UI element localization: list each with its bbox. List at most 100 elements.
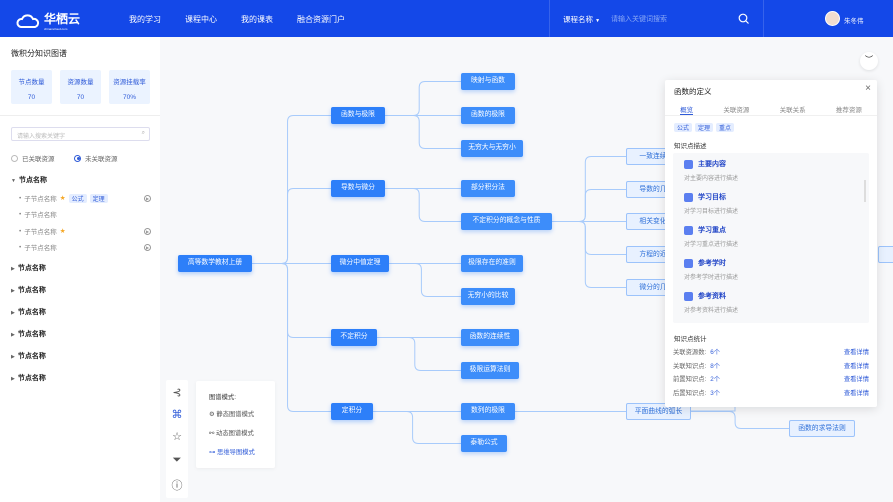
- star-icon: [684, 225, 693, 235]
- search-scope-select[interactable]: 课程名称 ▼: [563, 14, 600, 25]
- tree-layout-icon[interactable]: ⊰: [172, 387, 182, 399]
- caret-right-icon[interactable]: ▶: [11, 354, 15, 360]
- scrollbar[interactable]: [864, 180, 866, 202]
- view-details-link[interactable]: 查看详情: [843, 376, 869, 383]
- desc-item: 参考学时对参考学时进行描述: [684, 258, 738, 281]
- play-icon[interactable]: ▶: [144, 194, 151, 202]
- mode-static[interactable]: ⚙ 静态图谱模式: [209, 411, 255, 418]
- nav-my-learning[interactable]: 我的学习: [129, 15, 161, 24]
- stat-row: 关联知识点:8个查看详情: [673, 361, 869, 370]
- tab-recommended[interactable]: 推荐资源: [835, 107, 862, 114]
- tree-subnode[interactable]: • 子节点名称: [19, 210, 57, 220]
- search-icon[interactable]: ⌕: [141, 130, 145, 136]
- caret-right-icon[interactable]: ▶: [11, 376, 15, 382]
- search-icon[interactable]: [738, 13, 749, 24]
- caret-right-icon[interactable]: ▶: [11, 310, 15, 316]
- tab-related-resources[interactable]: 关联资源: [723, 107, 750, 114]
- desc-item-title: 学习目标: [698, 194, 726, 201]
- mode-dynamic[interactable]: ⚯ 动态图谱模式: [209, 430, 254, 437]
- graph-mode-menu: 图谱模式: ⚙ 静态图谱模式 ⚯ 动态图谱模式 ⊶ 思维导图模式: [196, 381, 275, 468]
- tree-node-collapsed[interactable]: ▶节点名称: [11, 351, 46, 361]
- stat-value: 6个: [710, 349, 721, 356]
- mindmap-node[interactable]: 函数与极限: [331, 107, 385, 124]
- info-icon[interactable]: ⓘ: [171, 480, 183, 492]
- user-name[interactable]: 朱冬伟: [844, 18, 864, 25]
- star-icon: ★: [59, 228, 66, 235]
- mindmap-node[interactable]: 微分中值定理: [331, 255, 389, 272]
- tab-relations[interactable]: 关联关系: [779, 107, 806, 114]
- sidebar-search-input[interactable]: 请输入搜索关键字⌕: [11, 127, 150, 141]
- tag: 定理: [89, 193, 108, 203]
- mindmap-node[interactable]: 极限运算法则: [461, 362, 519, 379]
- mindmap-node[interactable]: 极限存在的准则: [461, 255, 523, 272]
- divider: [763, 0, 764, 37]
- radio-circle[interactable]: [11, 154, 18, 162]
- radio-linked[interactable]: 已关联资源: [11, 153, 55, 163]
- close-icon[interactable]: ×: [865, 83, 871, 94]
- mindmap-node[interactable]: 不定积分: [331, 329, 377, 346]
- nav-my-schedule[interactable]: 我的课表: [241, 15, 273, 24]
- desc-item-sub: 对学习重点进行描述: [684, 242, 739, 248]
- tree-node-label: 节点名称: [17, 375, 46, 382]
- mindmap-node[interactable]: 函数的极限: [461, 107, 515, 124]
- star-badge-icon[interactable]: ☆: [172, 431, 182, 443]
- caret-right-icon[interactable]: ▶: [11, 332, 15, 338]
- mindmap-node[interactable]: [878, 246, 893, 263]
- connector: [385, 188, 461, 222]
- mindmap-node[interactable]: 导数与微分: [331, 180, 385, 197]
- mindmap-node[interactable]: 不定积分的概念与性质: [461, 213, 552, 230]
- tree-node-expanded[interactable]: ▼节点名称: [11, 175, 47, 185]
- view-details-link[interactable]: 查看详情: [843, 362, 869, 370]
- filter-icon[interactable]: ⏷: [172, 454, 182, 466]
- mindmap-node[interactable]: 高等数学教材上册: [178, 255, 252, 272]
- mindmap-node[interactable]: 定积分: [331, 403, 373, 420]
- graph-mode-icon[interactable]: ⌘: [171, 409, 183, 421]
- tag: 重点: [716, 123, 735, 132]
- eye-closed-icon[interactable]: ︶: [860, 52, 878, 70]
- tag: 公式: [674, 123, 693, 132]
- mindmap-node[interactable]: 无穷大与无穷小: [461, 140, 523, 157]
- nav-course-center[interactable]: 课程中心: [185, 15, 217, 24]
- caret-down-icon[interactable]: ▼: [11, 178, 16, 184]
- mindmap-node[interactable]: 泰勒公式: [461, 435, 507, 452]
- search-input[interactable]: 请输入关键词搜索: [611, 16, 667, 23]
- mode-mindmap[interactable]: ⊶ 思维导图模式: [209, 449, 255, 456]
- mindmap-node[interactable]: 函数的连续性: [461, 329, 519, 346]
- mindmap-node[interactable]: 数列的极限: [461, 403, 515, 420]
- view-details-link[interactable]: 查看详情: [843, 389, 869, 397]
- radio-unlinked[interactable]: 未关联资源: [74, 153, 118, 163]
- tree-node-collapsed[interactable]: ▶节点名称: [11, 373, 46, 383]
- mindmap-node[interactable]: 函数的求导法则: [789, 420, 855, 437]
- mindmap-node[interactable]: 无穷小的比较: [461, 288, 515, 305]
- tree-subnode[interactable]: • 子节点名称▶: [19, 243, 151, 252]
- play-icon[interactable]: ▶: [144, 227, 151, 235]
- play-icon[interactable]: ▶: [144, 243, 151, 251]
- tree-subnode[interactable]: • 子节点名称★公式定理▶: [19, 193, 151, 203]
- star-icon: ★: [59, 195, 66, 202]
- tree-subnode[interactable]: • 子节点名称★▶: [19, 227, 151, 236]
- caret-right-icon[interactable]: ▶: [11, 266, 15, 272]
- clipboard-icon: [684, 291, 693, 301]
- nav-resource-portal[interactable]: 融合资源门户: [297, 15, 345, 24]
- mindmap-node[interactable]: 映射与函数: [461, 73, 515, 90]
- tree-node-collapsed[interactable]: ▶节点名称: [11, 263, 46, 273]
- mindmap-node[interactable]: 部分积分法: [461, 180, 515, 197]
- tree-node-collapsed[interactable]: ▶节点名称: [11, 307, 46, 317]
- mode-label: 静态图谱模式: [216, 411, 255, 418]
- avatar[interactable]: [825, 11, 840, 26]
- mindmap-node[interactable]: 平面曲线的弧长: [626, 403, 691, 420]
- tree-node-label: 节点名称: [17, 287, 46, 294]
- stats-heading: 知识点统计: [674, 336, 707, 343]
- radio-circle-checked[interactable]: [74, 154, 81, 162]
- tree-node-collapsed[interactable]: ▶节点名称: [11, 285, 46, 295]
- tab-overview[interactable]: 概览: [680, 104, 694, 115]
- subnode-label: 子节点名称: [24, 229, 57, 236]
- caret-right-icon[interactable]: ▶: [11, 288, 15, 294]
- desc-item: 学习重点对学习重点进行描述: [684, 225, 738, 248]
- view-details-link[interactable]: 查看详情: [843, 349, 869, 356]
- brand-name: 华栖云: [44, 12, 81, 26]
- tree-node-collapsed[interactable]: ▶节点名称: [11, 329, 46, 339]
